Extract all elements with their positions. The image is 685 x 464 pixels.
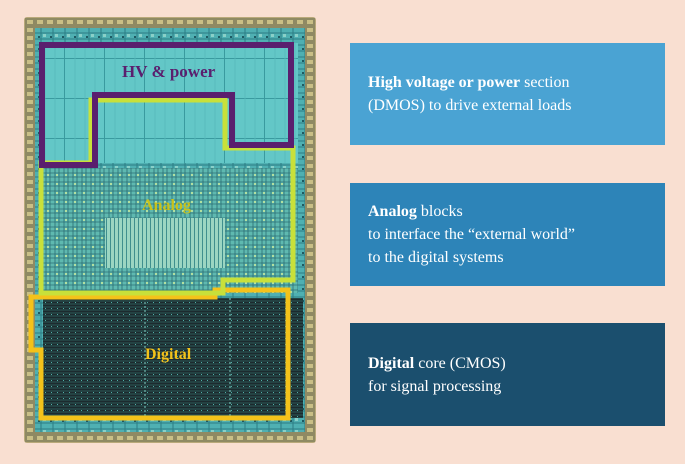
analog-description-line3: to the digital systems — [368, 249, 504, 266]
digital-description-line2: for signal processing — [368, 377, 502, 395]
chip-die-svg — [25, 18, 315, 442]
hv-description-rest: section — [520, 74, 570, 91]
hv-description-text: High voltage or power section (DMOS) to … — [368, 71, 572, 117]
hv-description-line1: High voltage or power section — [368, 71, 572, 94]
digital-description-rest: core (CMOS) — [414, 354, 506, 372]
analog-description-rest: blocks — [416, 203, 463, 220]
digital-description-bold: Digital — [368, 354, 415, 372]
digital-description-box: Digital core (CMOS) for signal processin… — [350, 323, 665, 426]
digital-description-text: Digital core (CMOS) for signal processin… — [368, 352, 506, 398]
analog-region-label: Analog — [142, 197, 191, 214]
digital-description-line1: Digital core (CMOS) — [368, 352, 506, 375]
analog-description-line1: Analog blocks — [368, 200, 575, 223]
hv-region-outline — [39, 42, 294, 168]
analog-description-box: Analog blocks to interface the “external… — [350, 183, 665, 286]
hv-description-bold: High voltage or power — [368, 74, 521, 91]
hv-description-line2: (DMOS) to drive external loads — [368, 97, 572, 114]
hv-region-label: HV & power — [122, 62, 216, 81]
analog-description-bold: Analog — [368, 203, 417, 220]
analog-description-text: Analog blocks to interface the “external… — [368, 200, 575, 269]
hv-description-box: High voltage or power section (DMOS) to … — [350, 43, 665, 145]
analog-description-line2: to interface the “external world” — [368, 226, 575, 243]
chip-die — [25, 18, 315, 442]
digital-region-label: Digital — [145, 346, 192, 363]
